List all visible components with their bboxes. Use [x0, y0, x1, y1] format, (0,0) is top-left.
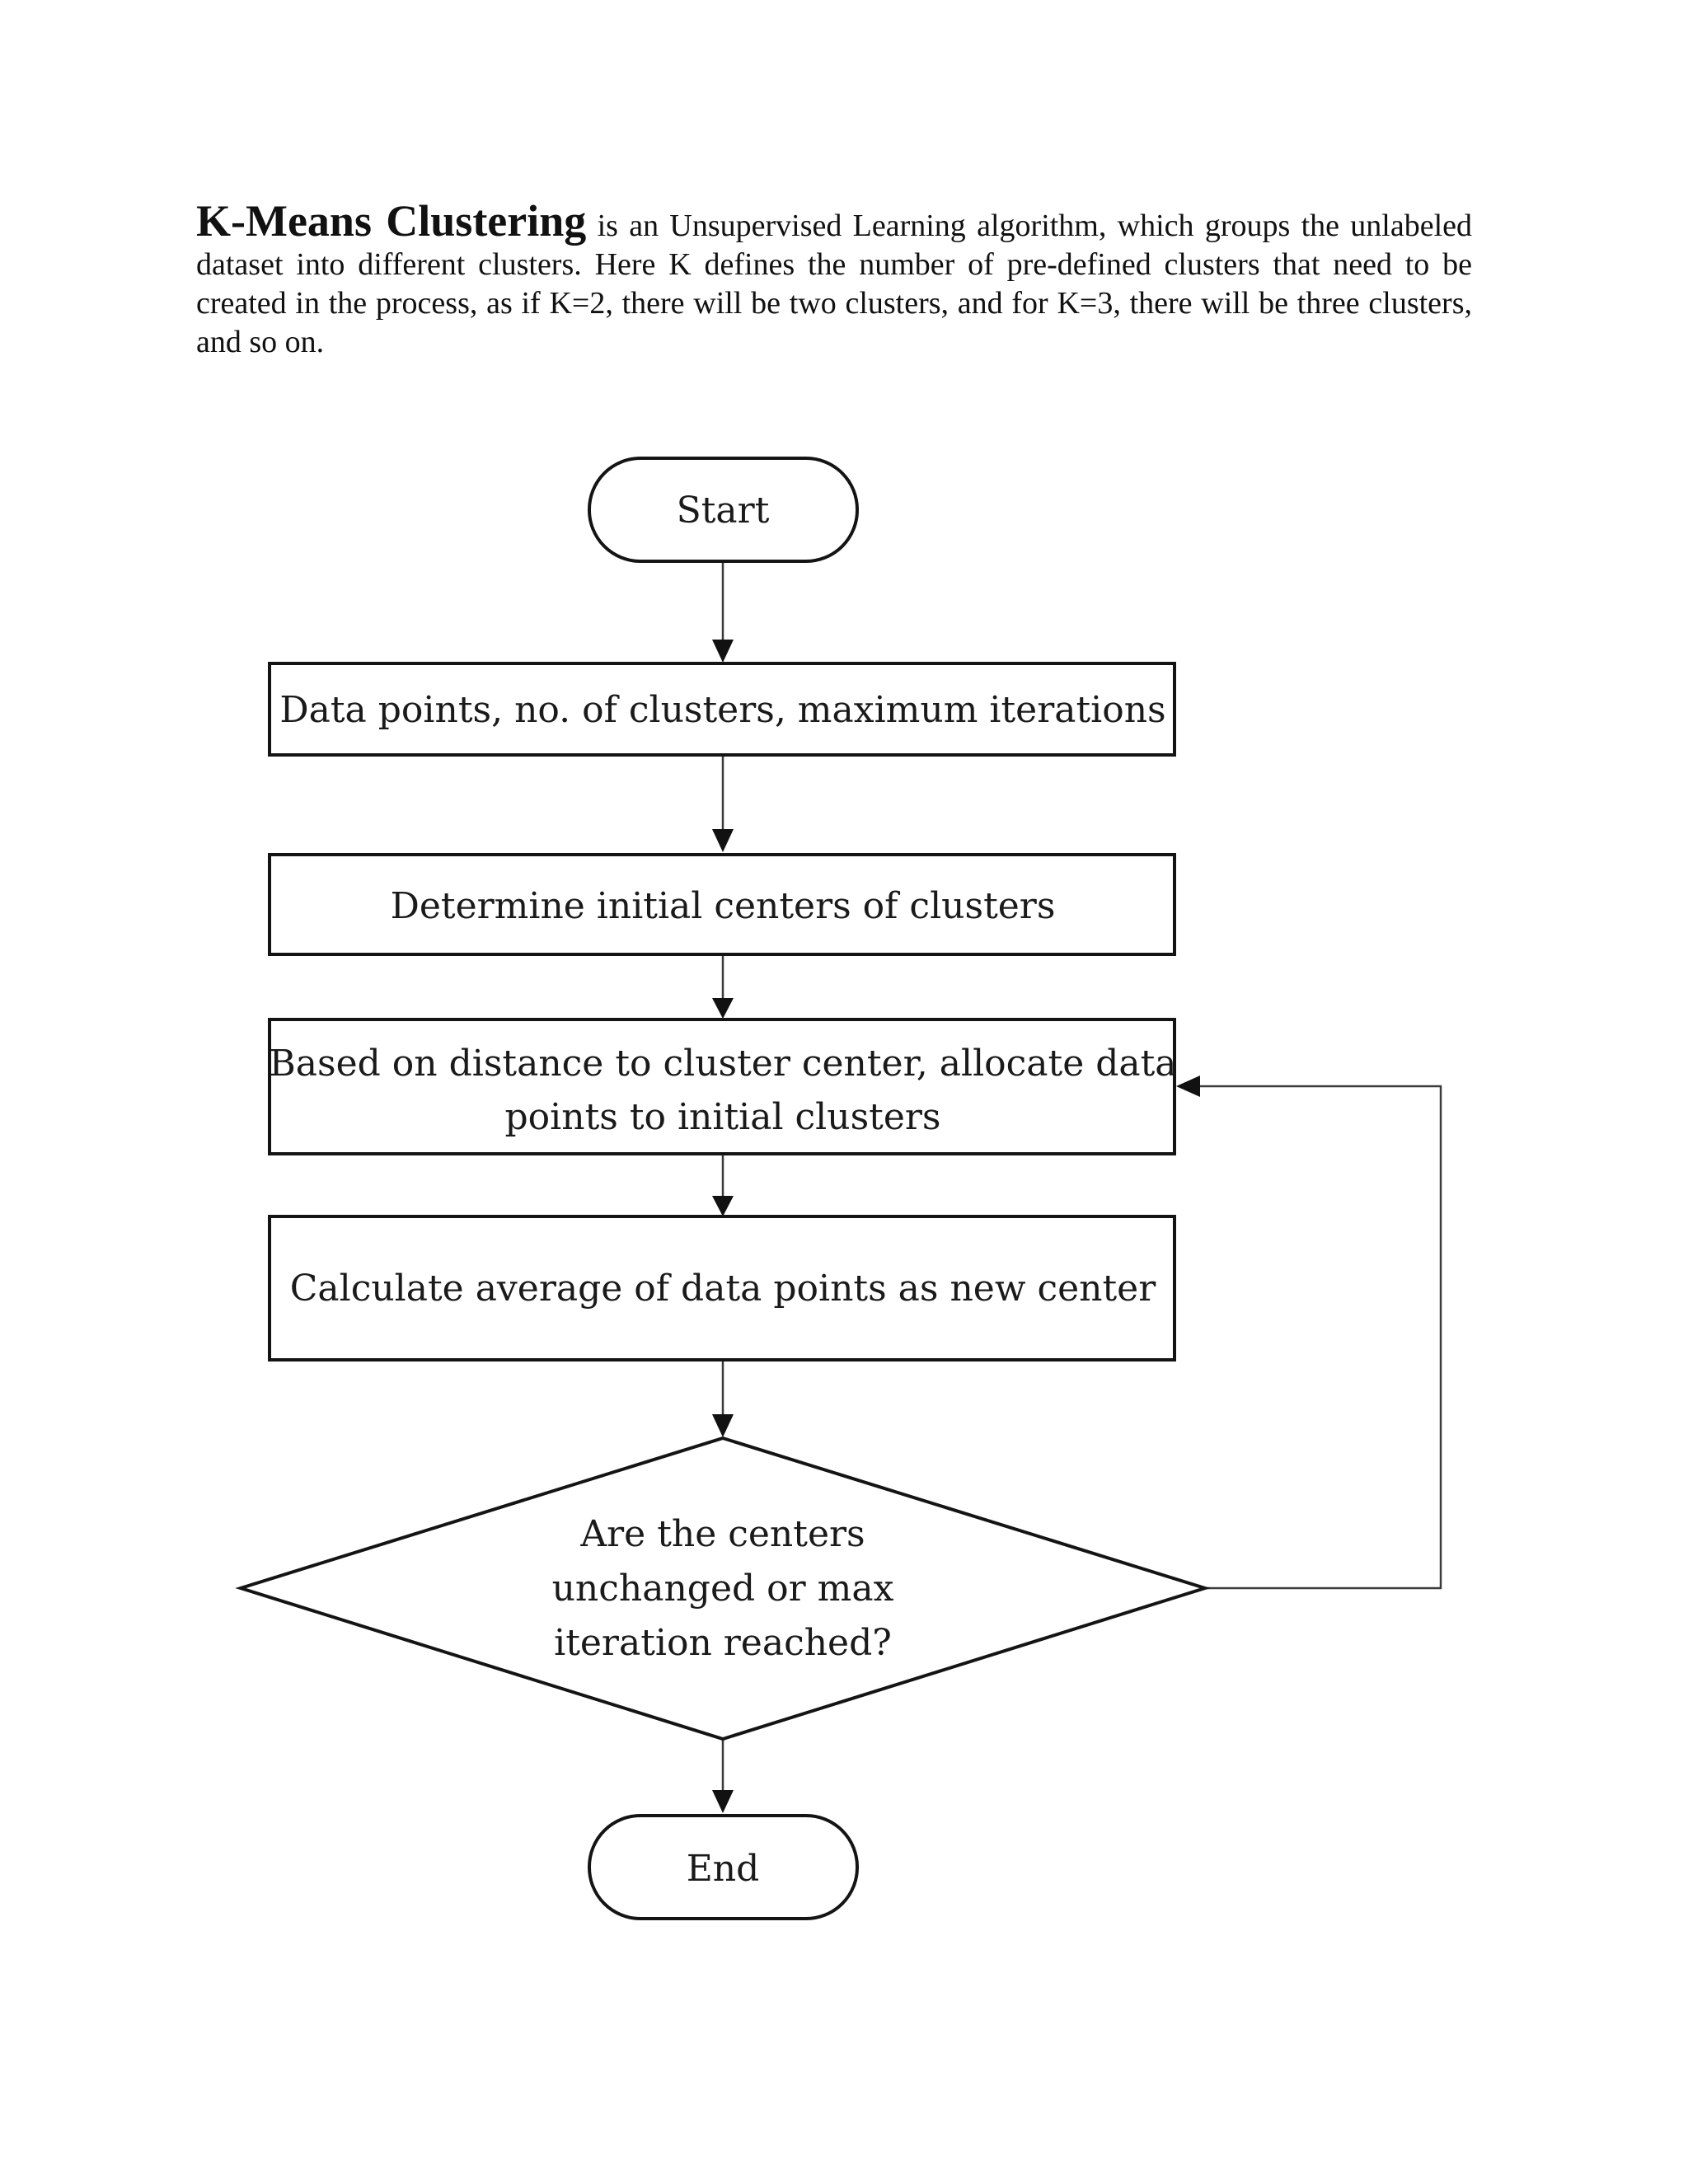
arrowhead-init-allocate: [712, 998, 734, 1019]
arrowhead-recalc-decision: [712, 1414, 734, 1437]
intro-paragraph: K-Means Clustering is an Unsupervised Le…: [196, 199, 1473, 362]
input-box: [268, 662, 1176, 757]
intro-text: is an Unsupervised Learning algorithm, w…: [196, 209, 1473, 359]
decision-label-line1: Are the centers: [579, 1513, 865, 1555]
allocate-label-line2: points to initial clusters: [505, 1096, 941, 1138]
init-centers-label: Determine initial centers of clusters: [391, 885, 1056, 927]
recalculate-label: Calculate average of data points as new …: [290, 1268, 1156, 1310]
start-label: Start: [677, 490, 770, 532]
arrowhead-input-init: [712, 829, 734, 852]
end-terminator: [588, 1814, 859, 1920]
init-centers-box: [268, 853, 1176, 956]
end-label: End: [687, 1848, 760, 1890]
start-terminator: [588, 457, 859, 563]
arrowhead-start-input: [712, 640, 734, 663]
intro-term: K-Means Clustering: [196, 196, 587, 246]
arrowhead-decision-end: [712, 1790, 734, 1813]
allocate-label-line1: Based on distance to cluster center, all…: [269, 1043, 1176, 1085]
arrowhead-allocate-recalc: [712, 1196, 734, 1216]
arrowhead-loop-back: [1176, 1076, 1200, 1097]
decision-label-line2: unchanged or max: [552, 1568, 894, 1610]
input-label: Data points, no. of clusters, maximum it…: [279, 689, 1165, 731]
allocate-box: [268, 1018, 1176, 1155]
decision-diamond: [235, 1436, 1211, 1741]
decision-label-line3: iteration reached?: [554, 1622, 892, 1664]
connector-loop-back: [1197, 1085, 1442, 1590]
recalculate-box: [268, 1215, 1176, 1361]
